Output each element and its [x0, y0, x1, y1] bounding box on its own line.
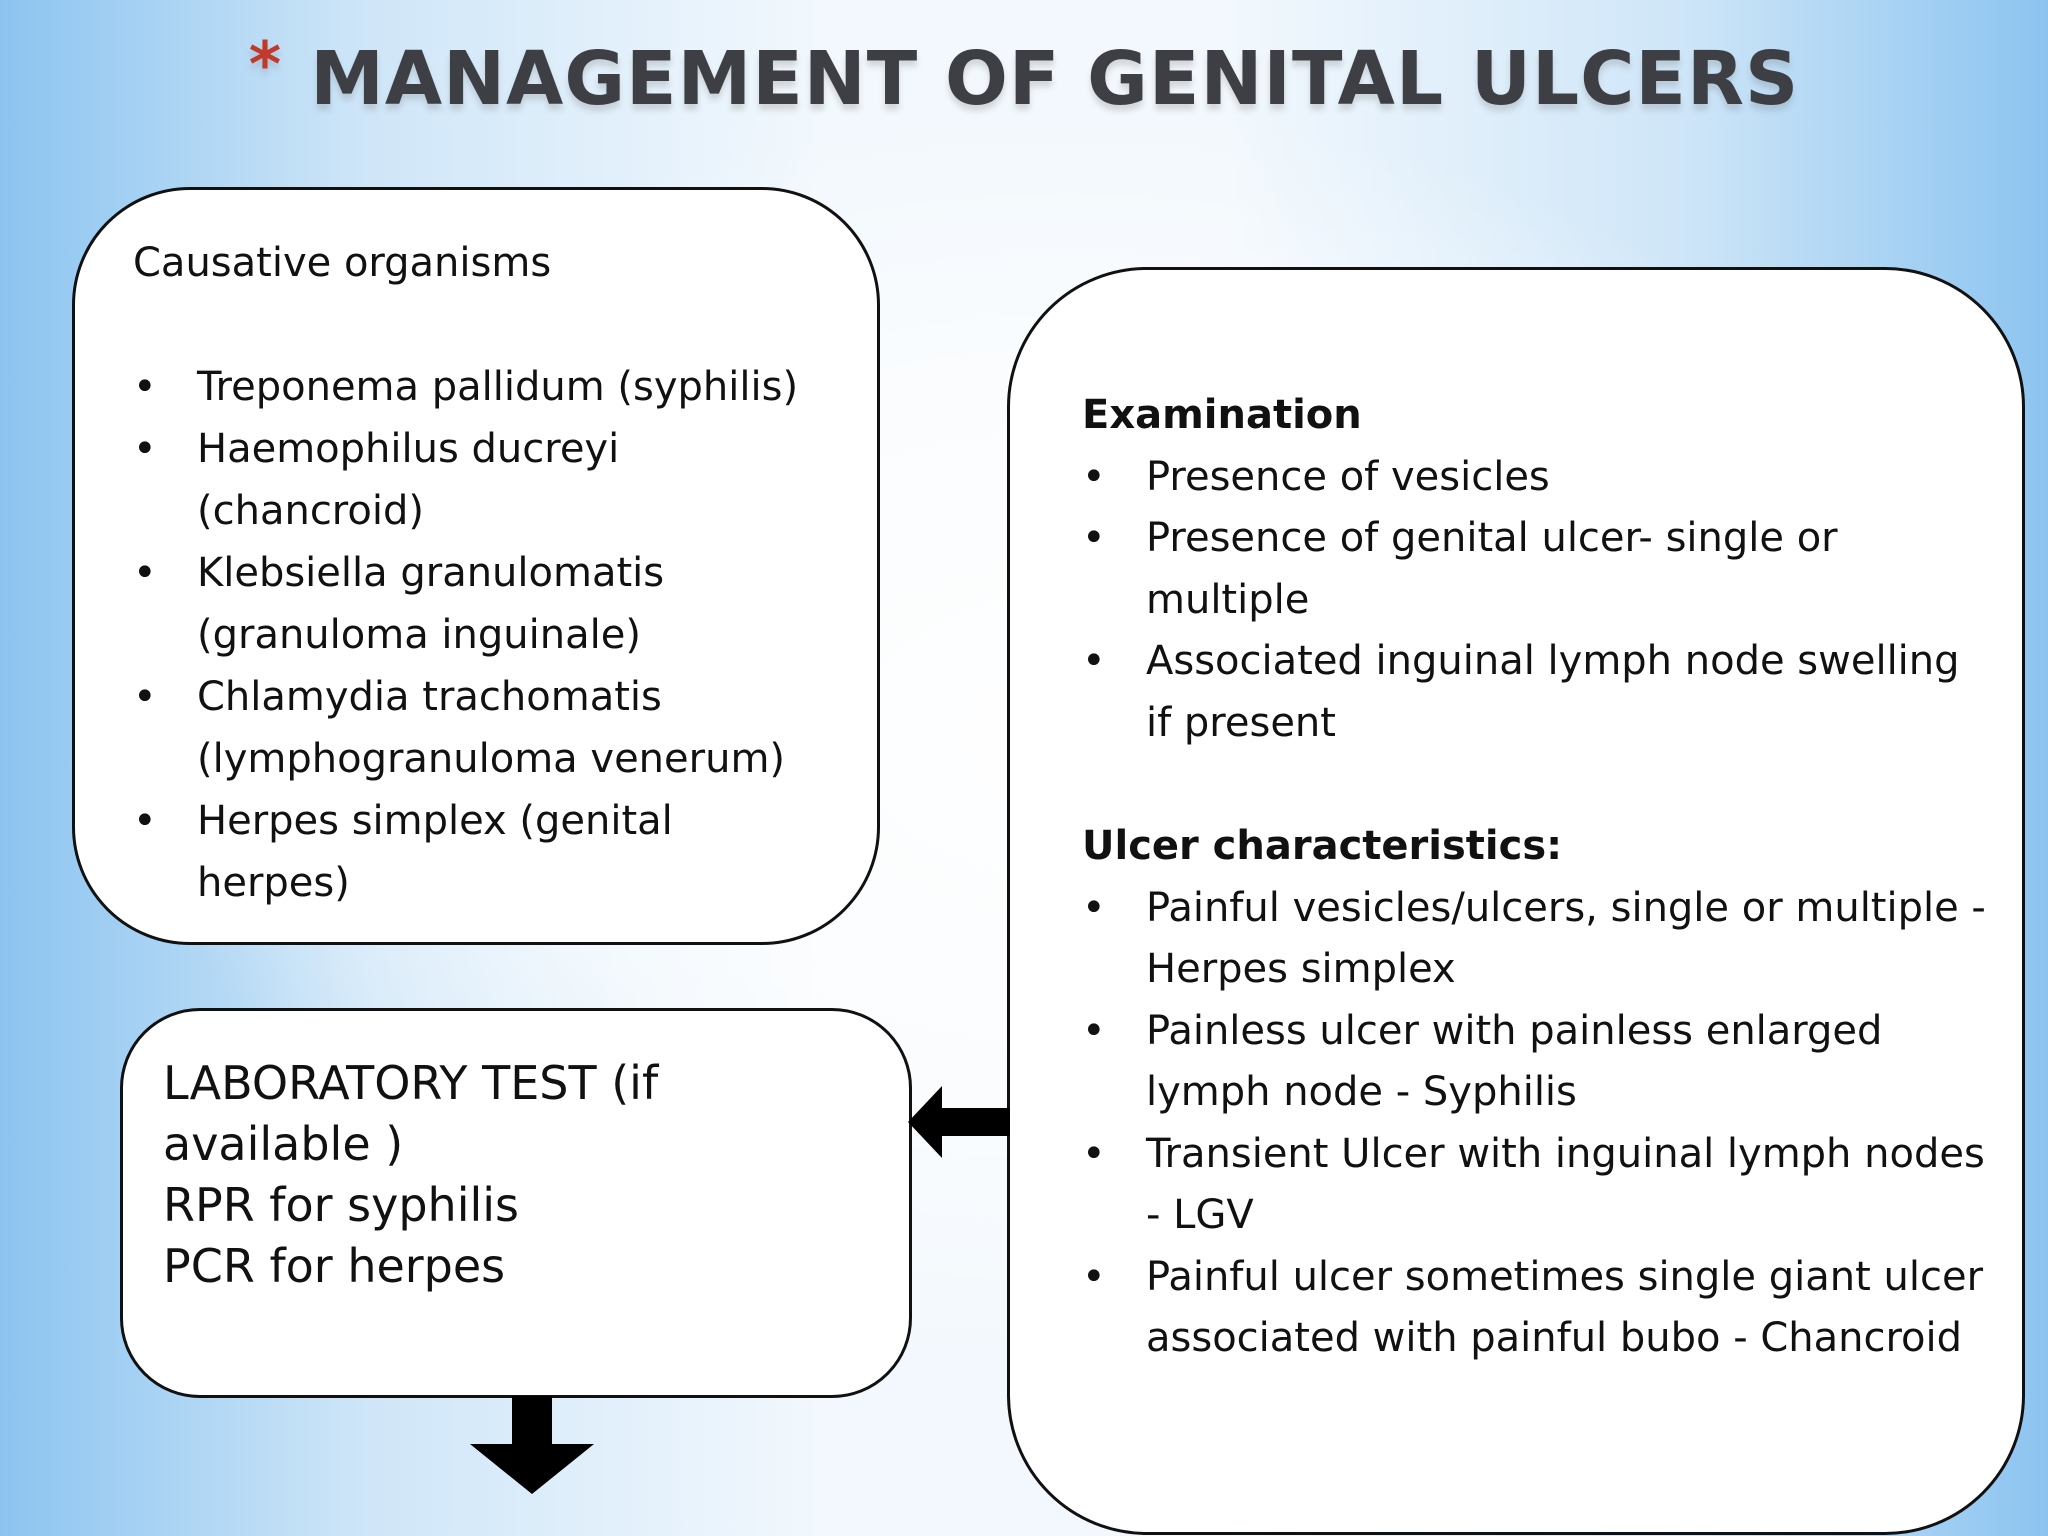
lab-heading: LABORATORY TEST (if available ) [163, 1056, 659, 1171]
laboratory-test-box: LABORATORY TEST (if available ) RPR for … [120, 1008, 912, 1398]
causative-item: Klebsiella granulomatis (granuloma ingui… [133, 542, 837, 666]
causative-heading: Causative organisms [133, 240, 552, 286]
examination-item: Presence of genital ulcer- single or mul… [1082, 508, 1992, 631]
examination-item: Associated inguinal lymph node swelling … [1082, 631, 1992, 754]
arrow-down-icon [470, 1396, 594, 1494]
examination-list: Presence of vesicles Presence of genital… [1082, 447, 1992, 755]
slide-title: * MANAGEMENT OF GENITAL ULCERS [0, 28, 2048, 122]
examination-heading: Examination [1082, 392, 1362, 438]
spacer [1082, 754, 1992, 816]
causative-item: Treponema pallidum (syphilis) [133, 356, 837, 418]
ulcer-heading: Ulcer characteristics: [1082, 823, 1563, 869]
spacer [133, 294, 837, 356]
title-text: MANAGEMENT OF GENITAL ULCERS [310, 36, 1800, 122]
causative-list: Treponema pallidum (syphilis) Haemophilu… [133, 356, 837, 914]
examination-item: Presence of vesicles [1082, 447, 1992, 509]
title-star-icon: * [248, 28, 283, 101]
causative-item: Chlamydia trachomatis (lymphogranuloma v… [133, 666, 837, 790]
ulcer-item: Painful ulcer sometimes single giant ulc… [1082, 1247, 1992, 1370]
examination-box: Examination Presence of vesicles Presenc… [1007, 267, 2025, 1535]
causative-item: Herpes simplex (genital herpes) [133, 790, 837, 914]
causative-organisms-box: Causative organisms Treponema pallidum (… [72, 187, 880, 945]
causative-item: Haemophilus ducreyi (chancroid) [133, 418, 837, 542]
lab-pcr-line: PCR for herpes [163, 1239, 506, 1293]
ulcer-item: Painful vesicles/ulcers, single or multi… [1082, 878, 1992, 1001]
ulcer-item: Transient Ulcer with inguinal lymph node… [1082, 1124, 1992, 1247]
ulcer-list: Painful vesicles/ulcers, single or multi… [1082, 878, 1992, 1370]
lab-rpr-line: RPR for syphilis [163, 1178, 520, 1232]
arrow-left-icon [908, 1086, 1010, 1158]
ulcer-item: Painless ulcer with painless enlarged ly… [1082, 1001, 1992, 1124]
